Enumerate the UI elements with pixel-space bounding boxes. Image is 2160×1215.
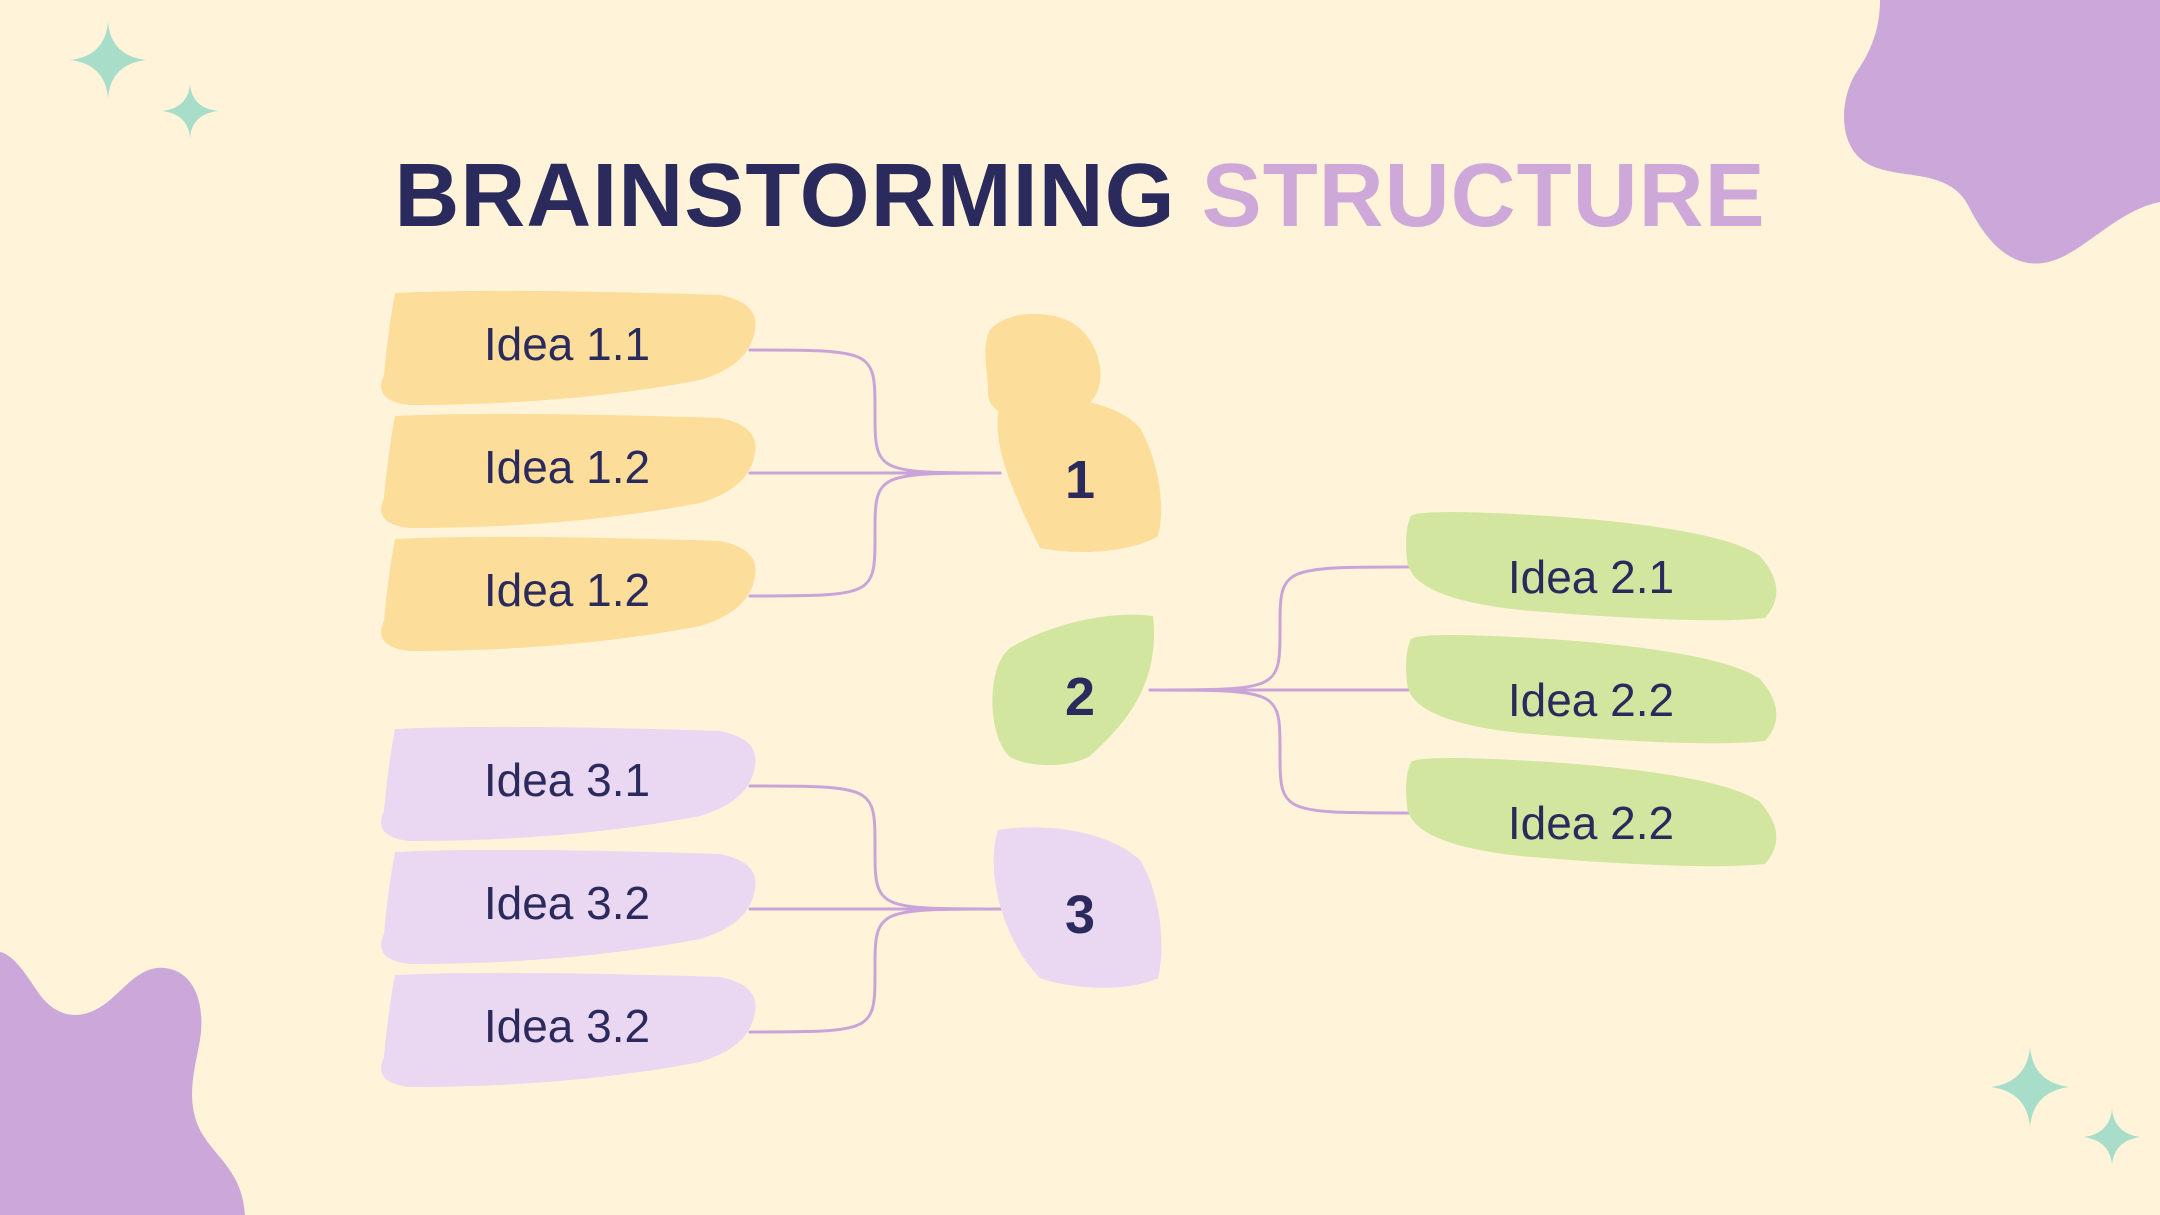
idea-label: Idea 2.1: [1508, 551, 1674, 603]
group-1: Idea 1.1 Idea 1.2 Idea 1.2 1: [381, 290, 1162, 651]
idea-label: Idea 3.1: [484, 754, 650, 806]
category-number: 3: [1065, 885, 1095, 945]
idea-node[interactable]: Idea 2.2: [1406, 635, 1777, 744]
idea-node[interactable]: Idea 1.2: [381, 413, 756, 528]
idea-label: Idea 1.1: [484, 318, 650, 370]
category-number: 2: [1065, 667, 1095, 727]
idea-label: Idea 1.2: [484, 441, 650, 493]
idea-label: Idea 3.2: [484, 1000, 650, 1052]
connector-line: [748, 784, 1002, 911]
sparkle-icon: [162, 84, 218, 138]
connector-line: [1148, 688, 1412, 815]
idea-node[interactable]: Idea 1.1: [381, 290, 756, 405]
idea-label: Idea 2.2: [1508, 797, 1674, 849]
top-right-blob: [1844, 0, 2160, 264]
idea-node[interactable]: Idea 2.1: [1406, 512, 1777, 621]
connector-line: [748, 348, 1002, 475]
connector-line: [748, 907, 1002, 1034]
group-2: 2 Idea 2.1 Idea 2.2 Idea 2.2: [992, 512, 1777, 867]
group-3: Idea 3.1 Idea 3.2 Idea 3.2 3: [381, 726, 1162, 1087]
category-node[interactable]: 1: [985, 313, 1162, 552]
sparkle-icon: [1991, 1047, 2069, 1127]
title-part-2: STRUCTURE: [1201, 146, 1766, 246]
sparkle-icon: [70, 22, 146, 98]
connector-line: [748, 471, 1002, 598]
idea-node[interactable]: Idea 1.2: [381, 536, 756, 651]
title-part-1: BRAINSTORMING: [394, 146, 1176, 246]
idea-node[interactable]: Idea 2.2: [1406, 758, 1777, 867]
page-title: BRAINSTORMING STRUCTURE: [0, 145, 2160, 248]
connector-lines: [748, 348, 1412, 1034]
category-node[interactable]: 3: [993, 827, 1162, 988]
bottom-left-blob: [0, 952, 245, 1215]
idea-node[interactable]: Idea 3.2: [381, 849, 756, 964]
idea-label: Idea 2.2: [1508, 674, 1674, 726]
category-node[interactable]: 2: [992, 614, 1155, 766]
connector-line: [1148, 565, 1412, 692]
idea-label: Idea 1.2: [484, 564, 650, 616]
category-number: 1: [1065, 450, 1095, 510]
idea-label: Idea 3.2: [484, 877, 650, 929]
sparkle-icon: [2084, 1109, 2140, 1165]
idea-node[interactable]: Idea 3.1: [381, 726, 756, 841]
idea-node[interactable]: Idea 3.2: [381, 972, 756, 1087]
